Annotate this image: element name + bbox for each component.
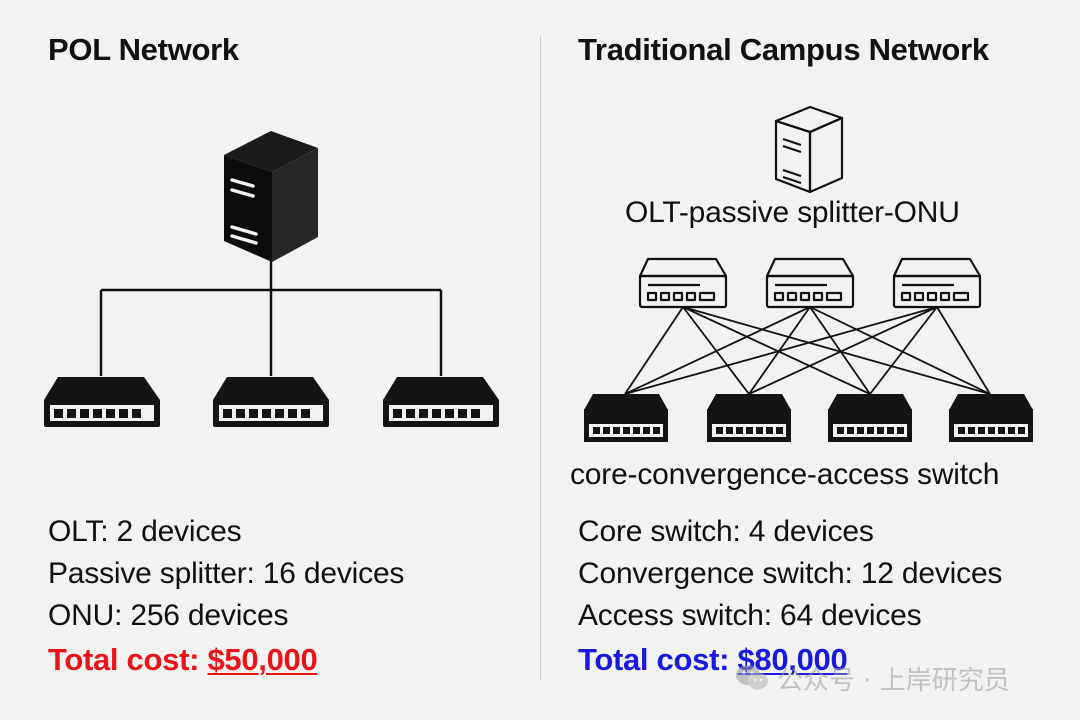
campus-network-title: Traditional Campus Network bbox=[578, 32, 989, 67]
campus-network-panel: Traditional Campus Network bbox=[541, 0, 1080, 720]
pol-stat-onu: ONU: 256 devices bbox=[48, 599, 289, 632]
pol-connection-lines bbox=[99, 258, 443, 376]
access-switch-1 bbox=[584, 394, 668, 442]
olt-server-icon bbox=[224, 131, 318, 262]
campus-mesh-lines bbox=[624, 306, 991, 395]
pol-switch-1 bbox=[44, 377, 160, 427]
campus-stat-access: Access switch: 64 devices bbox=[578, 599, 922, 632]
pol-network-panel: POL Network bbox=[44, 32, 499, 678]
pol-switch-3 bbox=[383, 377, 499, 427]
pol-network-title: POL Network bbox=[48, 32, 239, 67]
convergence-switch-1 bbox=[638, 257, 728, 309]
pol-total-value: $50,000 bbox=[207, 642, 318, 677]
campus-stat-convergence: Convergence switch: 12 devices bbox=[578, 557, 1003, 590]
convergence-switch-3 bbox=[892, 257, 982, 309]
pol-total-label: Total cost: bbox=[48, 642, 200, 677]
access-switch-4 bbox=[949, 394, 1033, 442]
campus-server-icon bbox=[774, 105, 844, 194]
pol-stat-olt: OLT: 2 devices bbox=[48, 515, 242, 548]
wechat-icon bbox=[736, 665, 768, 690]
campus-total-label: Total cost: bbox=[578, 642, 730, 677]
pol-network-diagram bbox=[44, 131, 499, 427]
panel-divider bbox=[540, 36, 541, 680]
pol-device-list: OLT: 2 devices Passive splitter: 16 devi… bbox=[48, 511, 404, 637]
campus-network-diagram bbox=[584, 105, 1033, 442]
watermark-text: 公众号 · 上岸研究员 bbox=[777, 665, 1010, 696]
campus-device-list: Core switch: 4 devices Convergence switc… bbox=[578, 511, 1002, 637]
pol-stat-splitter: Passive splitter: 16 devices bbox=[48, 557, 405, 590]
campus-stat-core: Core switch: 4 devices bbox=[578, 515, 874, 548]
access-switch-3 bbox=[828, 394, 912, 442]
campus-caption-bottom: core-convergence-access switch bbox=[570, 458, 1000, 491]
campus-caption-top: OLT-passive splitter-ONU bbox=[625, 196, 960, 229]
pol-total-cost: Total cost: $50,000 bbox=[48, 642, 318, 678]
access-switch-2 bbox=[707, 394, 791, 442]
pol-switch-2 bbox=[213, 377, 329, 427]
watermark: 公众号 · 上岸研究员 bbox=[735, 658, 1010, 698]
convergence-switch-2 bbox=[765, 257, 855, 309]
